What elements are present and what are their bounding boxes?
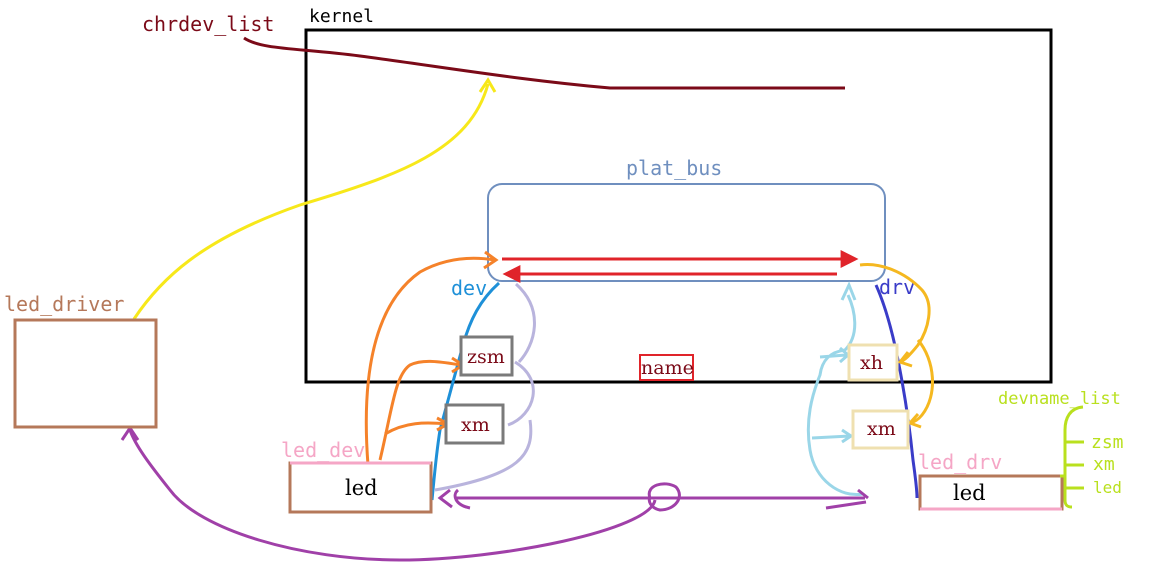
devname-item-zsm: zsm: [1091, 432, 1124, 453]
devname-list-label: devname_list: [998, 389, 1121, 409]
light-blue-curve: [806, 281, 864, 497]
devname-list-bracket: [1060, 405, 1084, 509]
led-dev-label: led_dev: [281, 438, 365, 462]
devname-item-xm: xm: [1093, 454, 1115, 475]
kernel-box: [304, 28, 1053, 384]
zsm-text: zsm: [467, 346, 505, 368]
name-box: [639, 354, 694, 381]
drv-xm-box: [851, 409, 910, 450]
xh-box: [847, 343, 899, 382]
led-drv-label: led_drv: [918, 450, 1002, 474]
name-text: name: [641, 357, 694, 379]
led-dev-node-text: led: [345, 476, 378, 500]
yellow-curve: [132, 77, 497, 320]
dev-return-curve: [434, 282, 536, 492]
led-driver-label: led_driver: [4, 292, 124, 316]
dev-xm-box: [444, 403, 505, 445]
plat-bus-label: plat_bus: [626, 156, 722, 180]
dev-chain-line: [430, 281, 501, 501]
dev-xm-text: xm: [461, 414, 490, 436]
chrdev-list-label: chrdev_list: [142, 12, 274, 36]
led-drv-box: [918, 474, 1064, 511]
led-dev-box: [288, 461, 433, 514]
drv-xm-text: xm: [867, 418, 896, 440]
purple-link: [437, 482, 869, 512]
devname-item-led: led: [1093, 478, 1122, 497]
xh-text: xh: [860, 352, 883, 374]
plat-bus-box: [487, 183, 886, 282]
kernel-label: kernel: [309, 6, 374, 27]
orange-curve-to-bus: [364, 250, 499, 466]
chrdev-list-line: [243, 36, 845, 90]
gold-curve-xh-xm: [907, 339, 934, 429]
dev-label: dev: [451, 276, 487, 300]
gold-curve-bus: [859, 262, 931, 368]
led-drv-node-text: led: [953, 481, 986, 505]
led-driver-box: [13, 318, 158, 429]
zsm-box: [459, 335, 514, 377]
drv-chain-line: [874, 284, 919, 499]
